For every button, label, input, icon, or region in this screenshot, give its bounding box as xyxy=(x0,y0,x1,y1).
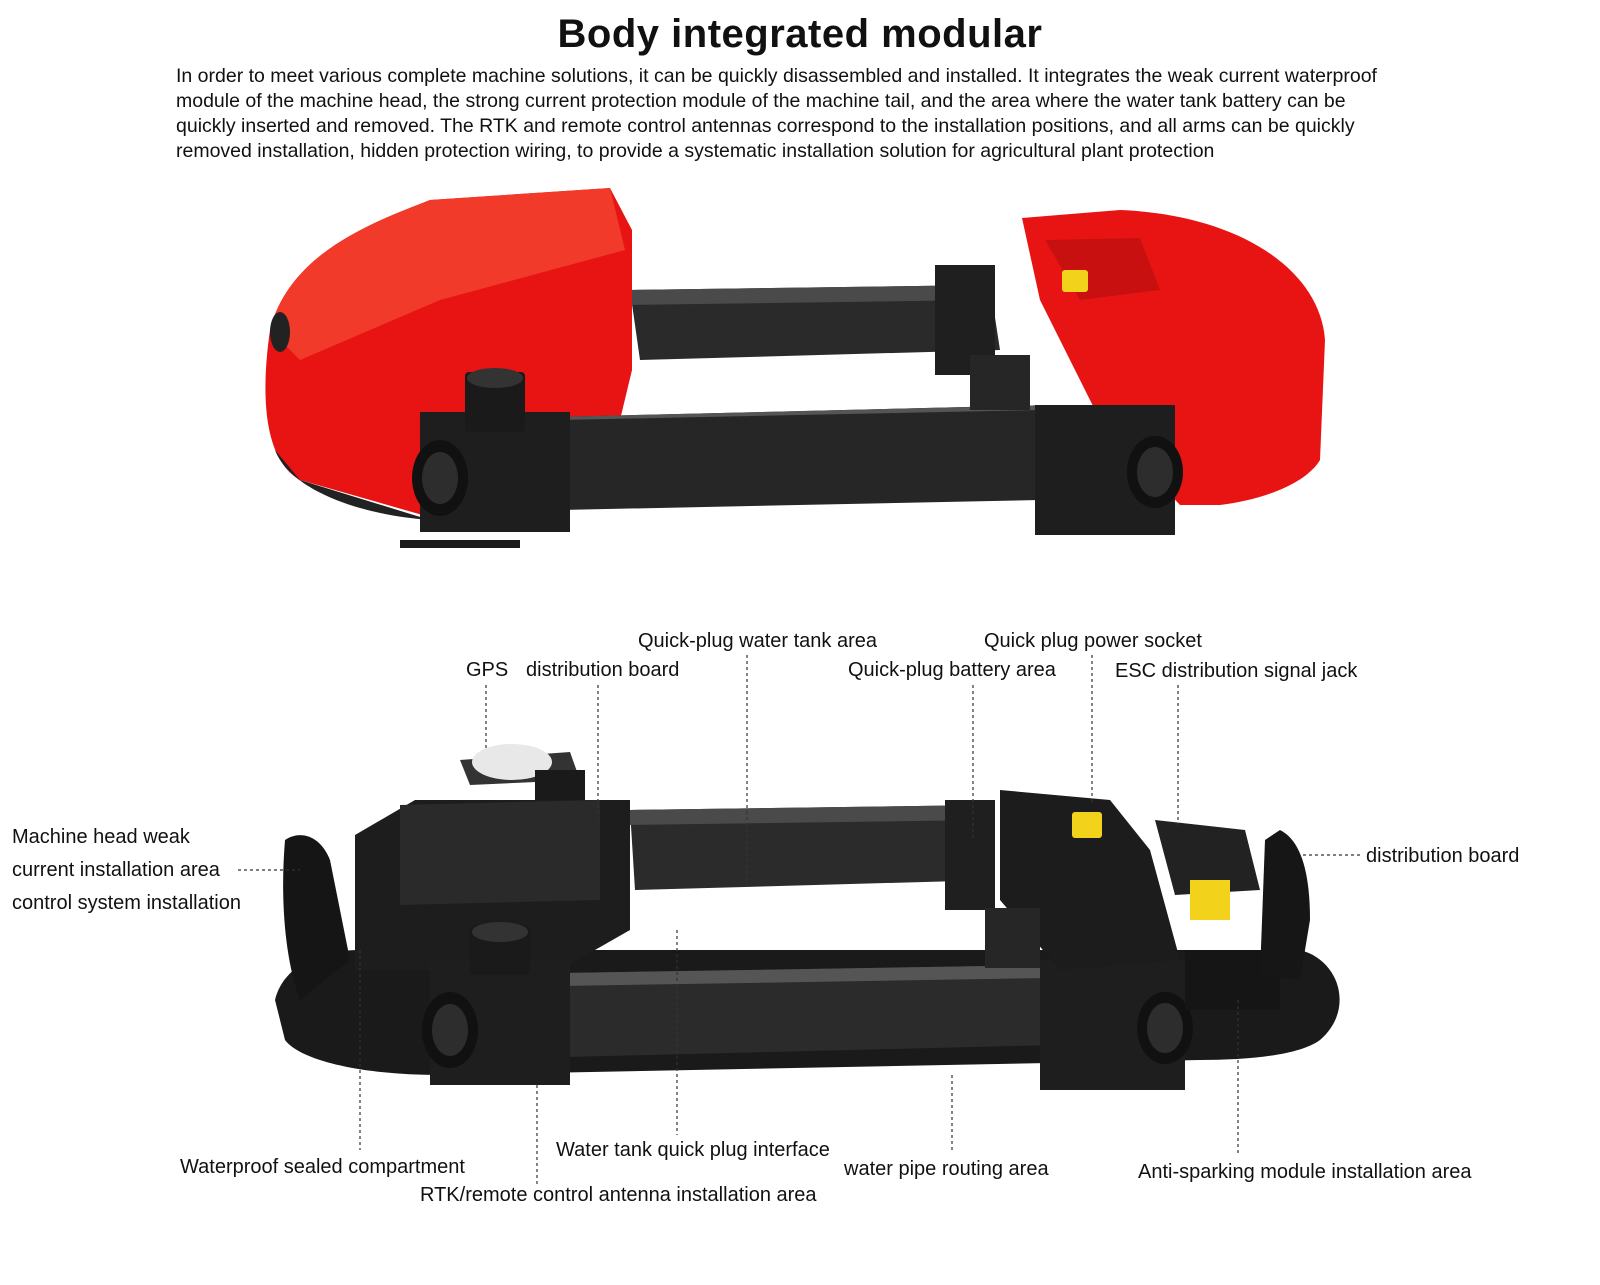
description-line: removed installation, hidden protection … xyxy=(176,140,1215,162)
label-distribution-board-right: distribution board xyxy=(1366,845,1520,867)
head-compartment xyxy=(283,800,630,1000)
label-esc-jack: ESC distribution signal jack xyxy=(1115,660,1358,682)
top-left-front-arm-mount xyxy=(412,368,570,532)
description-line: module of the machine head, the strong c… xyxy=(176,90,1346,112)
description-line: quickly inserted and removed. The RTK an… xyxy=(176,115,1355,137)
label-power-socket: Quick plug power socket xyxy=(984,630,1202,652)
label-waterproof-compartment: Waterproof sealed compartment xyxy=(180,1156,465,1178)
page-title: Body integrated modular xyxy=(557,12,1043,56)
bottom-left-front-arm-mount xyxy=(422,922,570,1085)
label-water-pipe: water pipe routing area xyxy=(844,1158,1049,1180)
top-rear-right-mount xyxy=(935,265,1030,410)
label-anti-sparking: Anti-sparking module installation area xyxy=(1138,1161,1472,1183)
label-distribution-board-top: distribution board xyxy=(526,659,680,681)
label-machine-head-line1: Machine head weak xyxy=(12,826,190,848)
top-frame-front-beam xyxy=(430,405,1060,510)
label-machine-head-line2: current installation area xyxy=(12,859,220,881)
right-red-shell xyxy=(1022,210,1325,505)
bottom-right-front-arm-mount xyxy=(1040,960,1193,1090)
label-machine-head-line3: control system installation xyxy=(12,892,241,914)
label-gps: GPS xyxy=(466,659,509,681)
top-frame-rear-beam xyxy=(630,285,1000,360)
bottom-rear-right-mount xyxy=(945,800,1040,968)
bottom-rear-beam xyxy=(630,805,995,890)
bottom-front-beam xyxy=(440,965,1055,1060)
description-line: In order to meet various complete machin… xyxy=(176,65,1377,87)
label-water-tank-interface: Water tank quick plug interface xyxy=(556,1139,830,1161)
label-water-tank-area: Quick-plug water tank area xyxy=(638,630,878,652)
tail-compartment xyxy=(1000,790,1310,1010)
description: In order to meet various complete machin… xyxy=(176,64,1566,164)
label-leader-lines xyxy=(238,655,1362,1185)
landing-skid-bracket xyxy=(400,540,520,548)
label-rtk-antenna: RTK/remote control antenna installation … xyxy=(420,1184,817,1206)
gps-module xyxy=(460,744,585,800)
label-battery-area: Quick-plug battery area xyxy=(848,659,1056,681)
top-right-front-arm-mount xyxy=(1035,405,1183,535)
